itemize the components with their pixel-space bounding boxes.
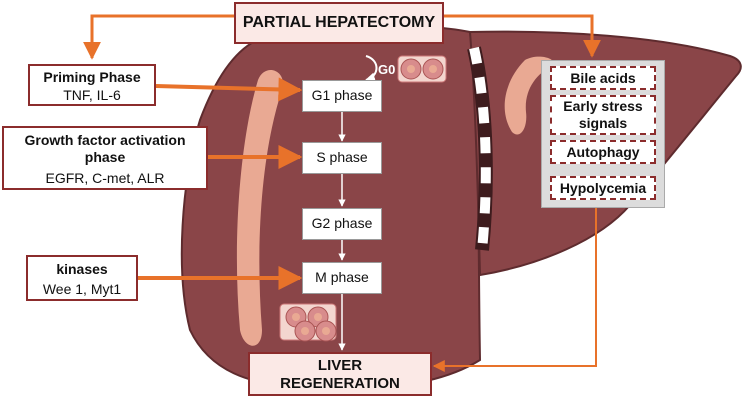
arrow-hepatectomy-to-priming xyxy=(83,14,236,60)
liver-regeneration-box: LIVER REGENERATION xyxy=(248,352,432,396)
kinases-heading: kinases xyxy=(56,261,108,277)
signal-early-stress-label: Early stress signals xyxy=(563,98,643,131)
lobe-divider-dashes xyxy=(469,46,491,251)
phase-m: M phase xyxy=(302,262,382,294)
g0-label: G0 xyxy=(378,62,396,77)
kinases-detail: Wee 1, Myt1 xyxy=(42,281,122,297)
signal-bile-acids: Bile acids xyxy=(550,66,656,90)
priming-phase-detail: TNF, IL-6 xyxy=(63,87,121,103)
priming-phase-heading: Priming Phase xyxy=(43,69,141,85)
arrow-hepatectomy-to-signals xyxy=(442,14,601,58)
phase-g1-label: G1 phase xyxy=(311,87,373,103)
signal-bile-acids-label: Bile acids xyxy=(570,70,636,86)
arrow-g0-to-g1 xyxy=(365,55,378,83)
signal-early-stress: Early stress signals xyxy=(550,95,656,135)
liver-regeneration-label: LIVER REGENERATION xyxy=(280,357,400,392)
signal-autophagy-label: Autophagy xyxy=(566,144,640,160)
growth-factor-heading: Growth factor activation phase xyxy=(24,132,186,165)
dividing-cells xyxy=(279,303,337,342)
phase-g1: G1 phase xyxy=(302,80,382,112)
signal-hypolycemia-label: Hypolycemia xyxy=(559,180,647,196)
phase-g2-label: G2 phase xyxy=(311,215,373,231)
partial-hepatectomy-box: PARTIAL HEPATECTOMY xyxy=(234,2,444,44)
kinases-box: kinases Wee 1, Myt1 xyxy=(26,255,138,301)
growth-factor-box: Growth factor activation phase EGFR, C-m… xyxy=(2,126,208,190)
phase-m-label: M phase xyxy=(315,269,369,285)
phase-s-label: S phase xyxy=(316,149,368,165)
phase-g2: G2 phase xyxy=(302,208,382,240)
liver-highlight-right xyxy=(504,56,554,135)
arrow-signals-to-regeneration xyxy=(432,208,597,372)
g0-cells xyxy=(397,55,447,83)
priming-phase-box: Priming Phase TNF, IL-6 xyxy=(28,64,156,106)
signal-autophagy: Autophagy xyxy=(550,140,656,164)
partial-hepatectomy-label: PARTIAL HEPATECTOMY xyxy=(242,14,436,31)
growth-factor-detail: EGFR, C-met, ALR xyxy=(45,170,165,186)
arrow-priming-to-g1 xyxy=(155,77,303,102)
phase-s: S phase xyxy=(302,142,382,174)
signal-hypolycemia: Hypolycemia xyxy=(550,176,656,200)
